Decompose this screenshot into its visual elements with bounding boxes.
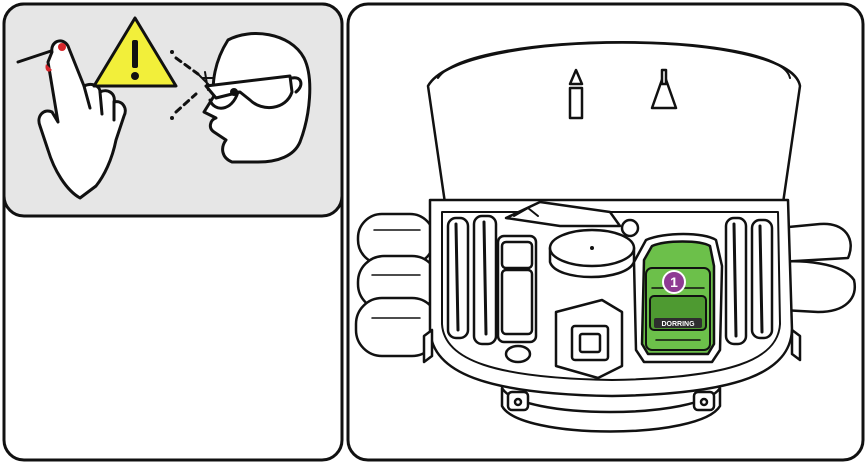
case-lid [428, 43, 800, 211]
small-knob [506, 346, 530, 362]
cylinder-item [498, 236, 536, 342]
target-plate [550, 230, 634, 277]
lid-accessory-left [570, 70, 582, 118]
callout-number: 1 [670, 274, 678, 290]
blood-drop-icon [58, 43, 66, 51]
laser-level-device: DORRING [634, 234, 722, 362]
callout-badge: 1 [663, 271, 685, 293]
brand-label: DORRING [661, 321, 695, 328]
mount-bracket [556, 300, 622, 378]
small-screw [622, 220, 638, 236]
